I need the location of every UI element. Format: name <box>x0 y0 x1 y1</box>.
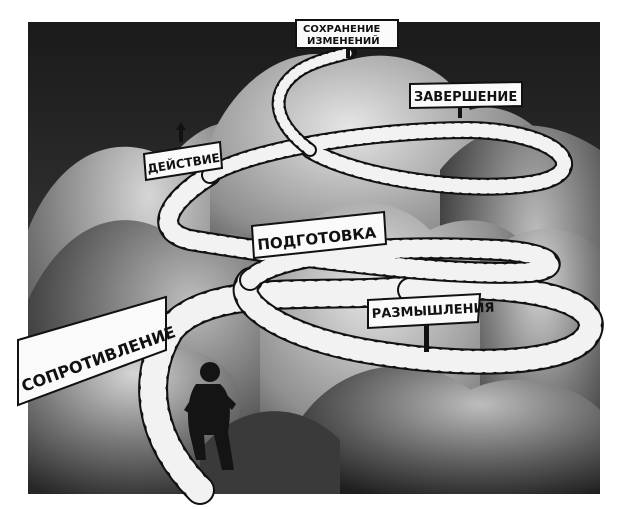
sign-completion: ЗАВЕРШЕНИЕ <box>409 80 523 118</box>
stair-band-5-fill <box>273 47 355 155</box>
spiral-staircase <box>138 45 604 505</box>
sign-reflection-label: РАЗМЫШЛЕНИЯ <box>371 301 494 322</box>
mountain-front-center <box>200 411 340 494</box>
stair-band-1-fill <box>140 277 423 503</box>
sign-maintenance-label-line2: ИЗМЕНЕНИЙ <box>307 34 380 47</box>
sign-reflection: РАЗМЫШЛЕНИЯ <box>367 292 495 352</box>
stair-band-3-fill <box>159 166 559 289</box>
stair-band-2-fill <box>234 269 602 373</box>
climbing-person-figure <box>184 362 236 470</box>
sign-completion-label: ЗАВЕРШЕНИЕ <box>414 90 517 105</box>
sign-maintenance: СОХРАНЕНИЕ ИЗМЕНЕНИЙ <box>295 19 399 58</box>
sign-maintenance-label-line1: СОХРАНЕНИЕ <box>303 24 381 35</box>
mountain-front-right <box>300 366 600 494</box>
